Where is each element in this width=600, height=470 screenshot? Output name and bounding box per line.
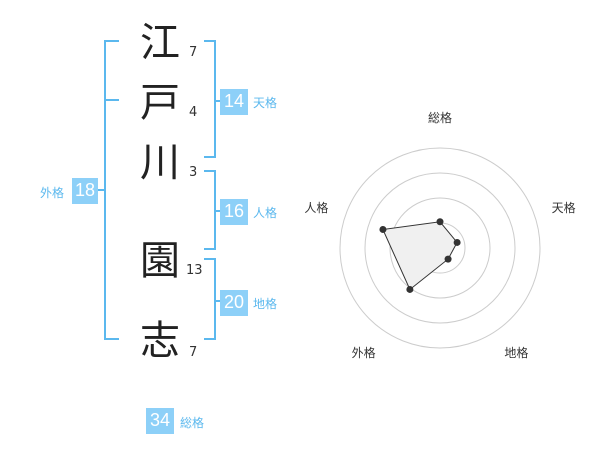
- jinkaku-value: 16: [220, 199, 248, 225]
- radar-axis-label: 人格: [304, 200, 328, 215]
- name-char-5: 志: [140, 318, 180, 364]
- tenkaku-value: 14: [220, 89, 248, 115]
- name-char-3: 川: [140, 140, 180, 186]
- radar-point: [406, 285, 414, 293]
- radar-point: [379, 225, 387, 233]
- soukaku-value: 34: [146, 408, 174, 434]
- radar-point: [453, 238, 461, 246]
- soukaku-label: 総格: [180, 416, 205, 430]
- radar-axis-label: 天格: [552, 200, 576, 215]
- chikaku-label: 地格: [253, 297, 278, 311]
- radar-axis-label: 地格: [504, 345, 528, 360]
- jinkaku-label: 人格: [253, 206, 278, 220]
- stroke-count-1: 7: [189, 45, 198, 60]
- stroke-count-5: 7: [189, 345, 198, 360]
- stroke-count-4: 13: [186, 263, 203, 278]
- tenkaku-label: 天格: [253, 96, 278, 110]
- chikaku-value: 20: [220, 290, 248, 316]
- stroke-count-3: 3: [189, 165, 198, 180]
- name-char-1: 江: [140, 20, 180, 66]
- radar-axis-label: 総格: [428, 110, 452, 125]
- radar-ring: [339, 147, 541, 349]
- radar-point: [436, 218, 444, 226]
- radar-axis-label: 外格: [352, 345, 376, 360]
- stroke-count-2: 4: [189, 105, 198, 120]
- radar-ring: [364, 172, 516, 324]
- gaikaku-value: 18: [72, 178, 98, 204]
- name-char-4: 園: [140, 238, 180, 284]
- name-char-2: 戸: [140, 80, 180, 126]
- radar-polygon: [382, 221, 458, 291]
- radar-point: [444, 255, 452, 263]
- radar-ring: [389, 197, 491, 299]
- gaikaku-label: 外格: [40, 186, 65, 200]
